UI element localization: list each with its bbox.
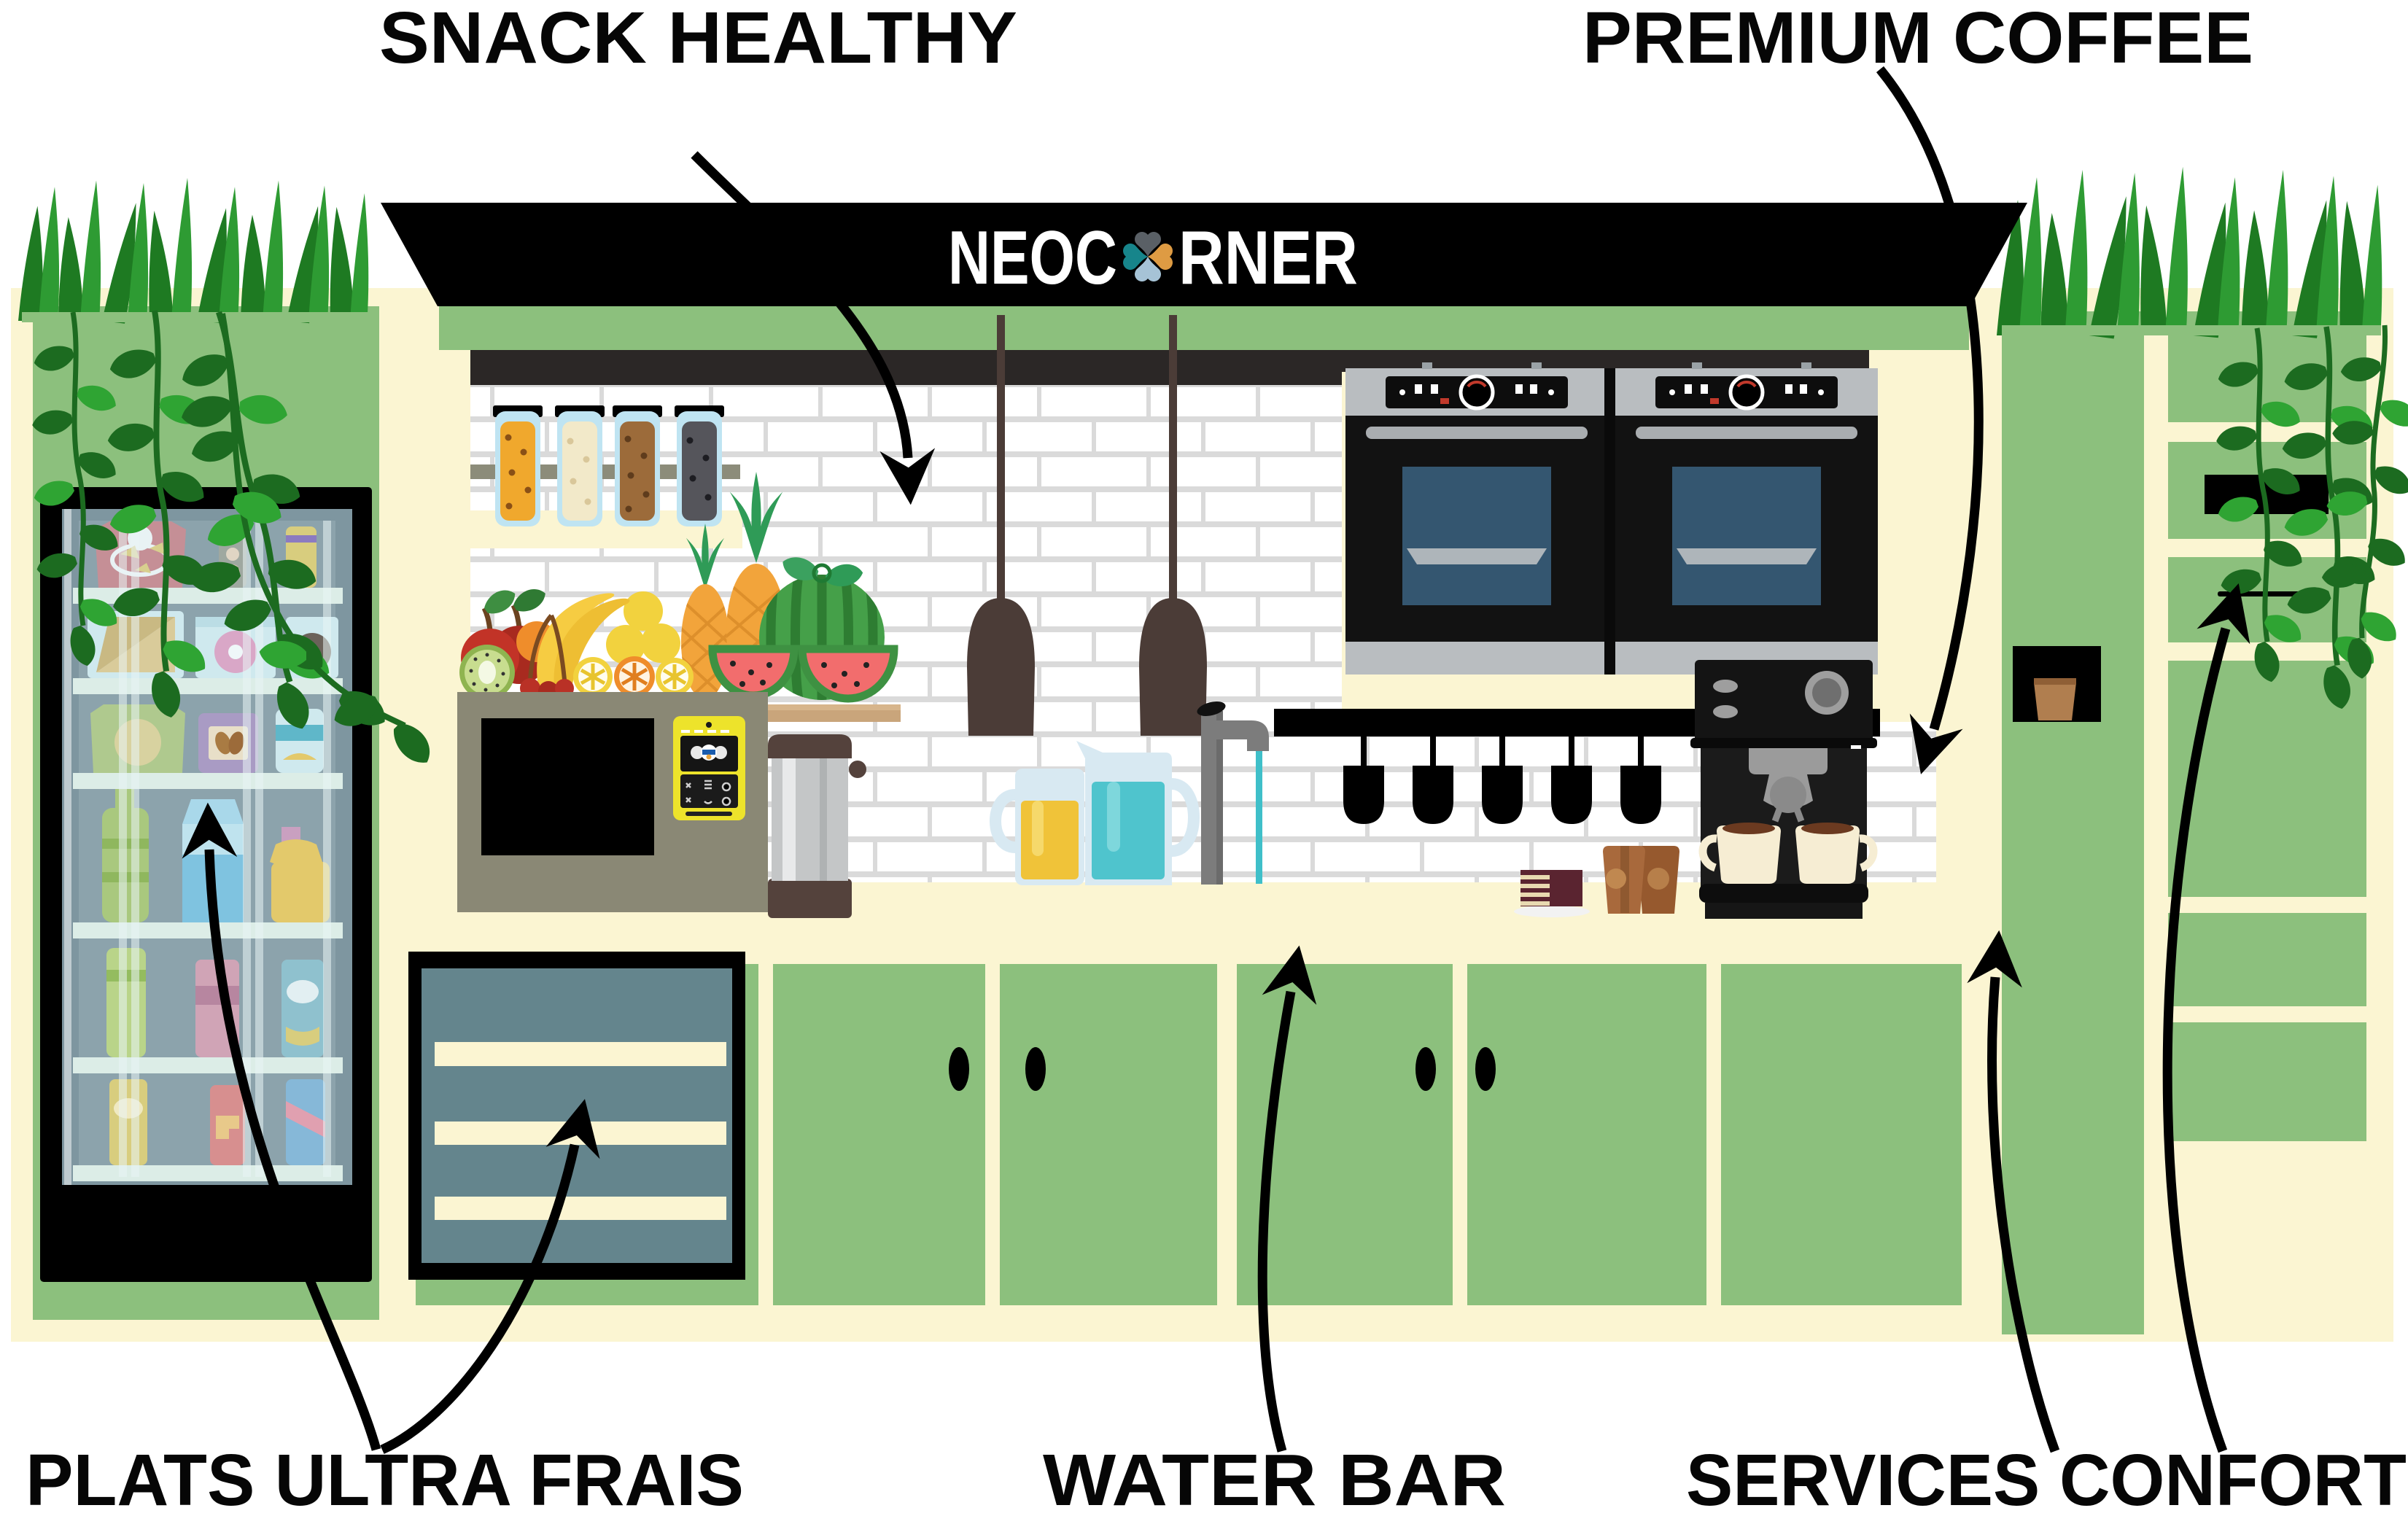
label-snack-healthy: SNACK HEALTHY [379, 0, 1017, 79]
cabinet-door [1000, 964, 1217, 1305]
lemons-stack [606, 591, 680, 664]
roof-band: NEOC RNER [381, 203, 2027, 306]
brand-logo-left: NEOC [948, 216, 1117, 300]
label-premium-coffee: PREMIUM COFFEE [1582, 0, 2253, 79]
services-confort-arrow-right [2162, 583, 2250, 1453]
hanging-glasses-icon [1343, 736, 1661, 824]
water-stream [1256, 744, 1262, 884]
base-cabinets [408, 952, 1962, 1305]
water-bar [990, 701, 1269, 885]
feature-labels: SNACK HEALTHY PREMIUM COFFEE PLATS ULTRA… [26, 0, 2407, 1516]
cup-dispenser-niche [2013, 646, 2101, 722]
water-tap [1197, 701, 1269, 885]
premium-coffee-arrow [1876, 66, 1984, 774]
coffee-corner [1514, 660, 1878, 919]
oven-left [1345, 362, 1608, 675]
coffee-cups [1698, 823, 1878, 884]
kiwi [459, 645, 515, 700]
juice-jug [990, 769, 1084, 885]
water-urn [768, 734, 866, 918]
cabinet-door [1721, 964, 1962, 1305]
oven-right [1615, 362, 1878, 675]
brand-logo: NEOC RNER [948, 216, 1358, 300]
snack-dispensers [470, 405, 742, 548]
bananas [537, 593, 630, 699]
brand-logo-right: RNER [1178, 216, 1358, 300]
cabinet-knobs [949, 1047, 1496, 1091]
order-kiosk [457, 692, 866, 918]
grass-left [18, 178, 372, 324]
glass-door-reflections [119, 521, 331, 1177]
annotation-arrows [182, 66, 2250, 1454]
drawer-unit [408, 952, 745, 1280]
vine-left [30, 303, 439, 770]
vine-left-sweep [177, 313, 439, 770]
pendant-lamps [967, 315, 1207, 736]
orange-slice [614, 656, 655, 697]
plats-drawer-arrow [380, 1099, 600, 1454]
ovens [1342, 362, 1969, 722]
right-wall-panel [2002, 311, 2144, 1334]
cabinet-door [773, 964, 985, 1305]
water-jug [1076, 741, 1200, 885]
espresso-machine [1690, 660, 1878, 919]
paper-cup-icon [2034, 683, 2076, 720]
dispenser-corn [493, 405, 543, 526]
label-plats-ultra-frais: PLATS ULTRA FRAIS [26, 1439, 744, 1516]
watermelon-slices [708, 645, 898, 703]
lemon-slice [573, 657, 613, 696]
cabinet-door [1467, 964, 1706, 1305]
dispenser-oats [555, 405, 605, 526]
label-services-confort: SERVICES CONFORT [1686, 1439, 2407, 1516]
plats-fridge-arrow [182, 802, 381, 1451]
citrus-slices [573, 656, 694, 697]
label-water-bar: WATER BAR [1043, 1439, 1506, 1516]
dispenser-nuts [613, 405, 662, 526]
lemon-slice-2 [656, 658, 694, 696]
water-bar-arrow [1257, 945, 1317, 1453]
brownie-plate [1514, 870, 1590, 917]
snack-healthy-arrow [691, 151, 936, 505]
payment-terminal [673, 716, 745, 820]
takeaway-cups [1603, 846, 1679, 914]
kiosk-screen [481, 718, 654, 855]
dispenser-seeds [675, 405, 724, 526]
services-confort-arrow-left [1967, 930, 2060, 1453]
grass-right [1997, 167, 2382, 339]
